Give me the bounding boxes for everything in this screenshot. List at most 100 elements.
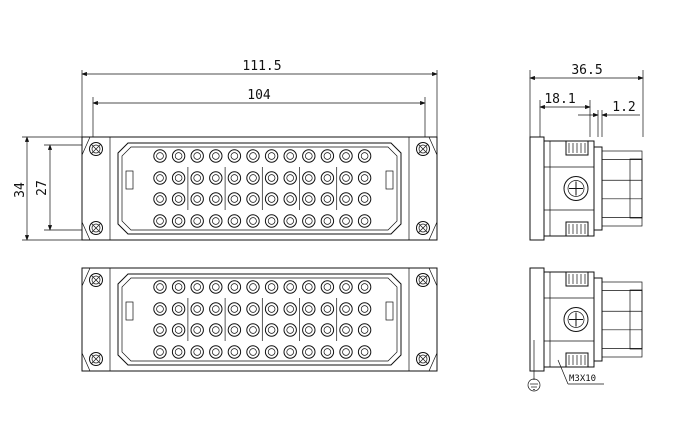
contact-pin-inner [267,348,276,356]
contact-pin-outer [246,302,260,316]
contact-pin [283,302,297,316]
contact-pin [264,280,279,294]
contact-insert-inner [121,277,398,362]
mounting-hole-inner [91,275,101,285]
contact-pin-outer [153,280,167,294]
mounting-hole [89,142,103,156]
contact-pin-inner [267,195,276,203]
side-view-top [529,136,643,241]
contact-pin-outer [246,345,260,359]
contact-pin-inner [212,305,220,313]
contact-pin-outer [190,192,204,206]
contact-pin-inner [323,174,332,182]
contact-pin-outer [339,171,353,185]
contact-pin [302,302,316,316]
contact-pin-inner [193,217,201,225]
contact-pin-inner [360,326,369,334]
contact-pin-inner [156,348,164,356]
contact-pin-outer [357,171,372,185]
contact-pin-outer [246,192,260,206]
contact-pin-outer [339,323,353,337]
contact-pin [190,171,204,185]
contact-pin-outer [246,171,260,185]
contact-pin-inner [193,152,201,160]
contact-pin-inner [286,326,294,334]
contact-pin-inner [230,195,239,203]
contact-pin-outer [264,345,279,359]
contact-pin-outer [283,149,297,163]
mounting-hole-cross [417,222,429,234]
contact-pin [339,323,353,337]
contact-pin-inner [305,348,313,356]
contact-pin [357,214,372,228]
contact-pin-outer [190,149,204,163]
contact-pin [246,149,260,163]
guide-slot-right [385,170,394,190]
contact-pin-inner [342,326,350,334]
dim-side-body-label: 18.1 [544,92,575,107]
dimension-side-depth: 36.5 [529,63,644,137]
contact-pin-inner [212,152,220,160]
contact-pin [339,280,353,294]
contact-pin-inner [323,305,332,313]
contact-pin-outer [264,280,279,294]
contact-pin-outer [209,171,223,185]
contact-pin-outer [283,302,297,316]
contact-pin-outer [209,149,223,163]
contact-pin [339,149,353,163]
contact-pin-outer [264,171,279,185]
contact-pin [190,149,204,163]
contact-pin [357,323,372,337]
plate-ear-edges [81,136,438,241]
contact-pin-outer [264,302,279,316]
contact-pin-inner [305,326,313,334]
contact-pin-inner [360,152,369,160]
contact-pin-inner [212,217,220,225]
contact-pin-outer [357,302,372,316]
contact-pin-inner [212,195,220,203]
contact-pin-inner [212,326,220,334]
contact-pin-outer [357,345,372,359]
mounting-hole-outer [89,142,103,156]
contact-pin-outer [302,214,316,228]
contact-pin-inner [249,283,257,291]
contact-pin-outer [339,345,353,359]
contact-pin [264,149,279,163]
contact-pin [171,171,186,185]
contact-pin-inner [286,348,294,356]
contact-pin [227,345,242,359]
contact-pin-inner [156,283,164,291]
contact-pin [302,149,316,163]
contact-pin-inner [360,195,369,203]
contact-pin [190,323,204,337]
contact-pin-outer [339,149,353,163]
contact-pin-outer [171,214,186,228]
contact-pin [171,280,186,294]
contact-pin [246,323,260,337]
contact-pin-inner [305,217,313,225]
contact-pin [190,192,204,206]
contact-pin-inner [305,305,313,313]
contact-pin-outer [227,149,242,163]
contact-pin-outer [246,149,260,163]
contact-pin [357,171,372,185]
dim-inner-height-label: 27 [35,180,50,196]
contact-pin [209,345,223,359]
contact-pin-outer [357,214,372,228]
contact-pin-outer [320,192,335,206]
contact-pin-outer [209,345,223,359]
contact-pin-inner [249,348,257,356]
contact-pin [357,149,372,163]
contact-pin-inner [230,283,239,291]
contact-pin [283,171,297,185]
contact-insert [117,142,402,235]
contact-pin-outer [153,302,167,316]
mounting-hole-outer [416,142,430,156]
contact-pin-inner [174,195,183,203]
contact-pin-inner [249,305,257,313]
contact-pin-inner [267,305,276,313]
contact-pin-outer [264,149,279,163]
screw-head-icon [563,307,589,332]
contact-pin-inner [267,326,276,334]
